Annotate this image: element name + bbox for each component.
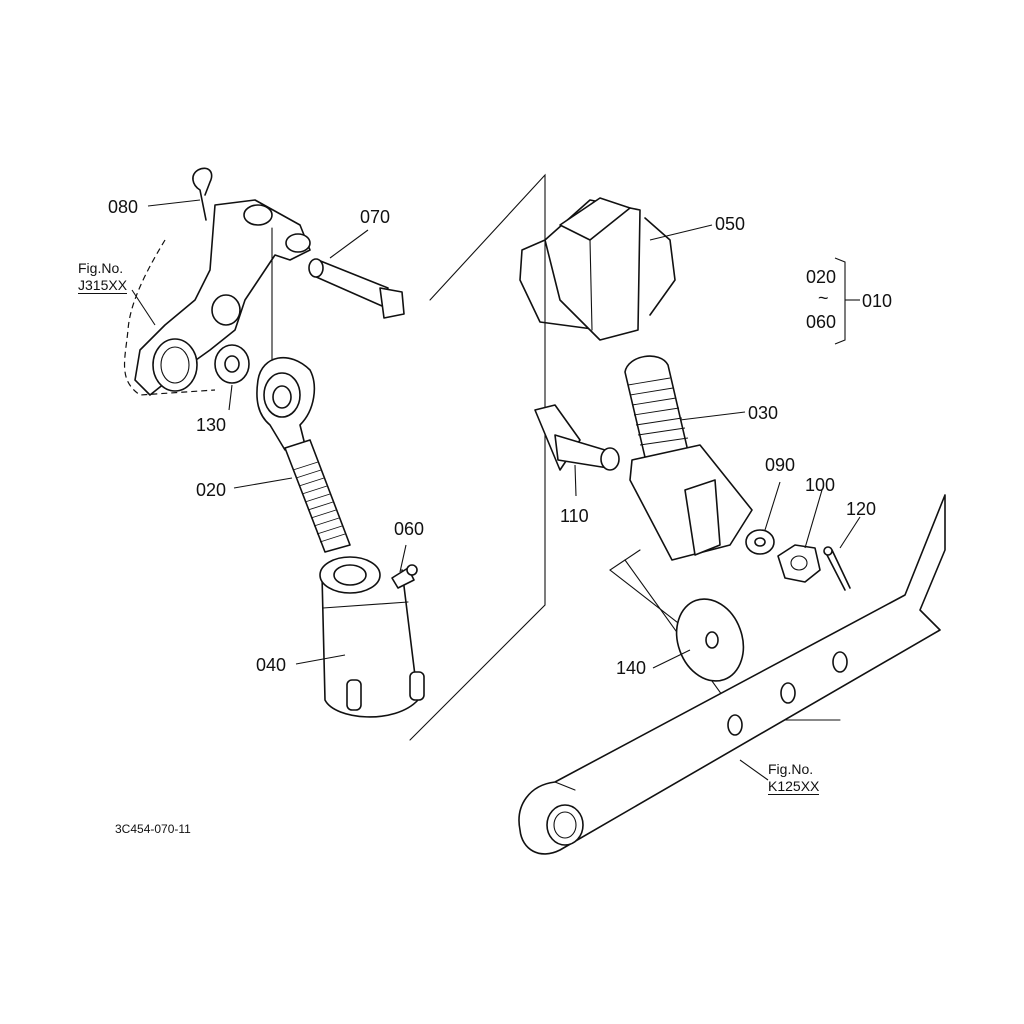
cotter-pin-120 xyxy=(823,546,851,591)
pin-070 xyxy=(308,258,405,319)
pin-110 xyxy=(534,404,620,471)
callout-140: 140 xyxy=(616,658,647,678)
callout-130: 130 xyxy=(196,415,227,435)
washer-140 xyxy=(675,598,745,682)
range-tilde: ~ xyxy=(818,288,829,308)
fig-ref-label-2: Fig.No. xyxy=(768,761,814,777)
callout-060: 060 xyxy=(394,519,425,539)
callout-110: 110 xyxy=(560,506,589,526)
thread-020 xyxy=(292,461,346,543)
fig-ref-label-1: Fig.No. xyxy=(78,260,124,276)
callout-100: 100 xyxy=(805,475,836,495)
range-start-020: 020 xyxy=(806,267,837,287)
drawing-code: 3C454-070-11 xyxy=(115,822,191,836)
fig-ref-code-1[interactable]: J315XX xyxy=(78,277,128,294)
grease-nipple-060 xyxy=(391,564,418,589)
callout-120: 120 xyxy=(846,499,877,519)
callout-040: 040 xyxy=(256,655,287,675)
bracket-010 xyxy=(834,257,860,345)
callout-080: 080 xyxy=(108,197,139,217)
callout-050: 050 xyxy=(715,214,746,234)
washer-090 xyxy=(745,529,775,555)
range-end-060: 060 xyxy=(806,312,837,332)
rod-end-020 xyxy=(256,356,351,553)
castle-nut-100 xyxy=(777,544,821,583)
fig-ref-code-2[interactable]: K125XX xyxy=(768,778,820,795)
callout-090: 090 xyxy=(765,455,796,475)
callout-020: 020 xyxy=(196,480,227,500)
screw-030 xyxy=(624,355,753,561)
lift-arm xyxy=(123,199,311,396)
handle-050 xyxy=(519,197,676,341)
washer-130 xyxy=(214,344,250,384)
thread-030 xyxy=(627,377,689,446)
leader-lines xyxy=(131,199,861,781)
hair-pin-080 xyxy=(192,167,213,221)
callout-010: 010 xyxy=(862,291,893,311)
lower-link xyxy=(518,494,946,855)
callout-070: 070 xyxy=(360,207,391,227)
callout-030: 030 xyxy=(748,403,779,423)
tube-040 xyxy=(319,556,425,718)
